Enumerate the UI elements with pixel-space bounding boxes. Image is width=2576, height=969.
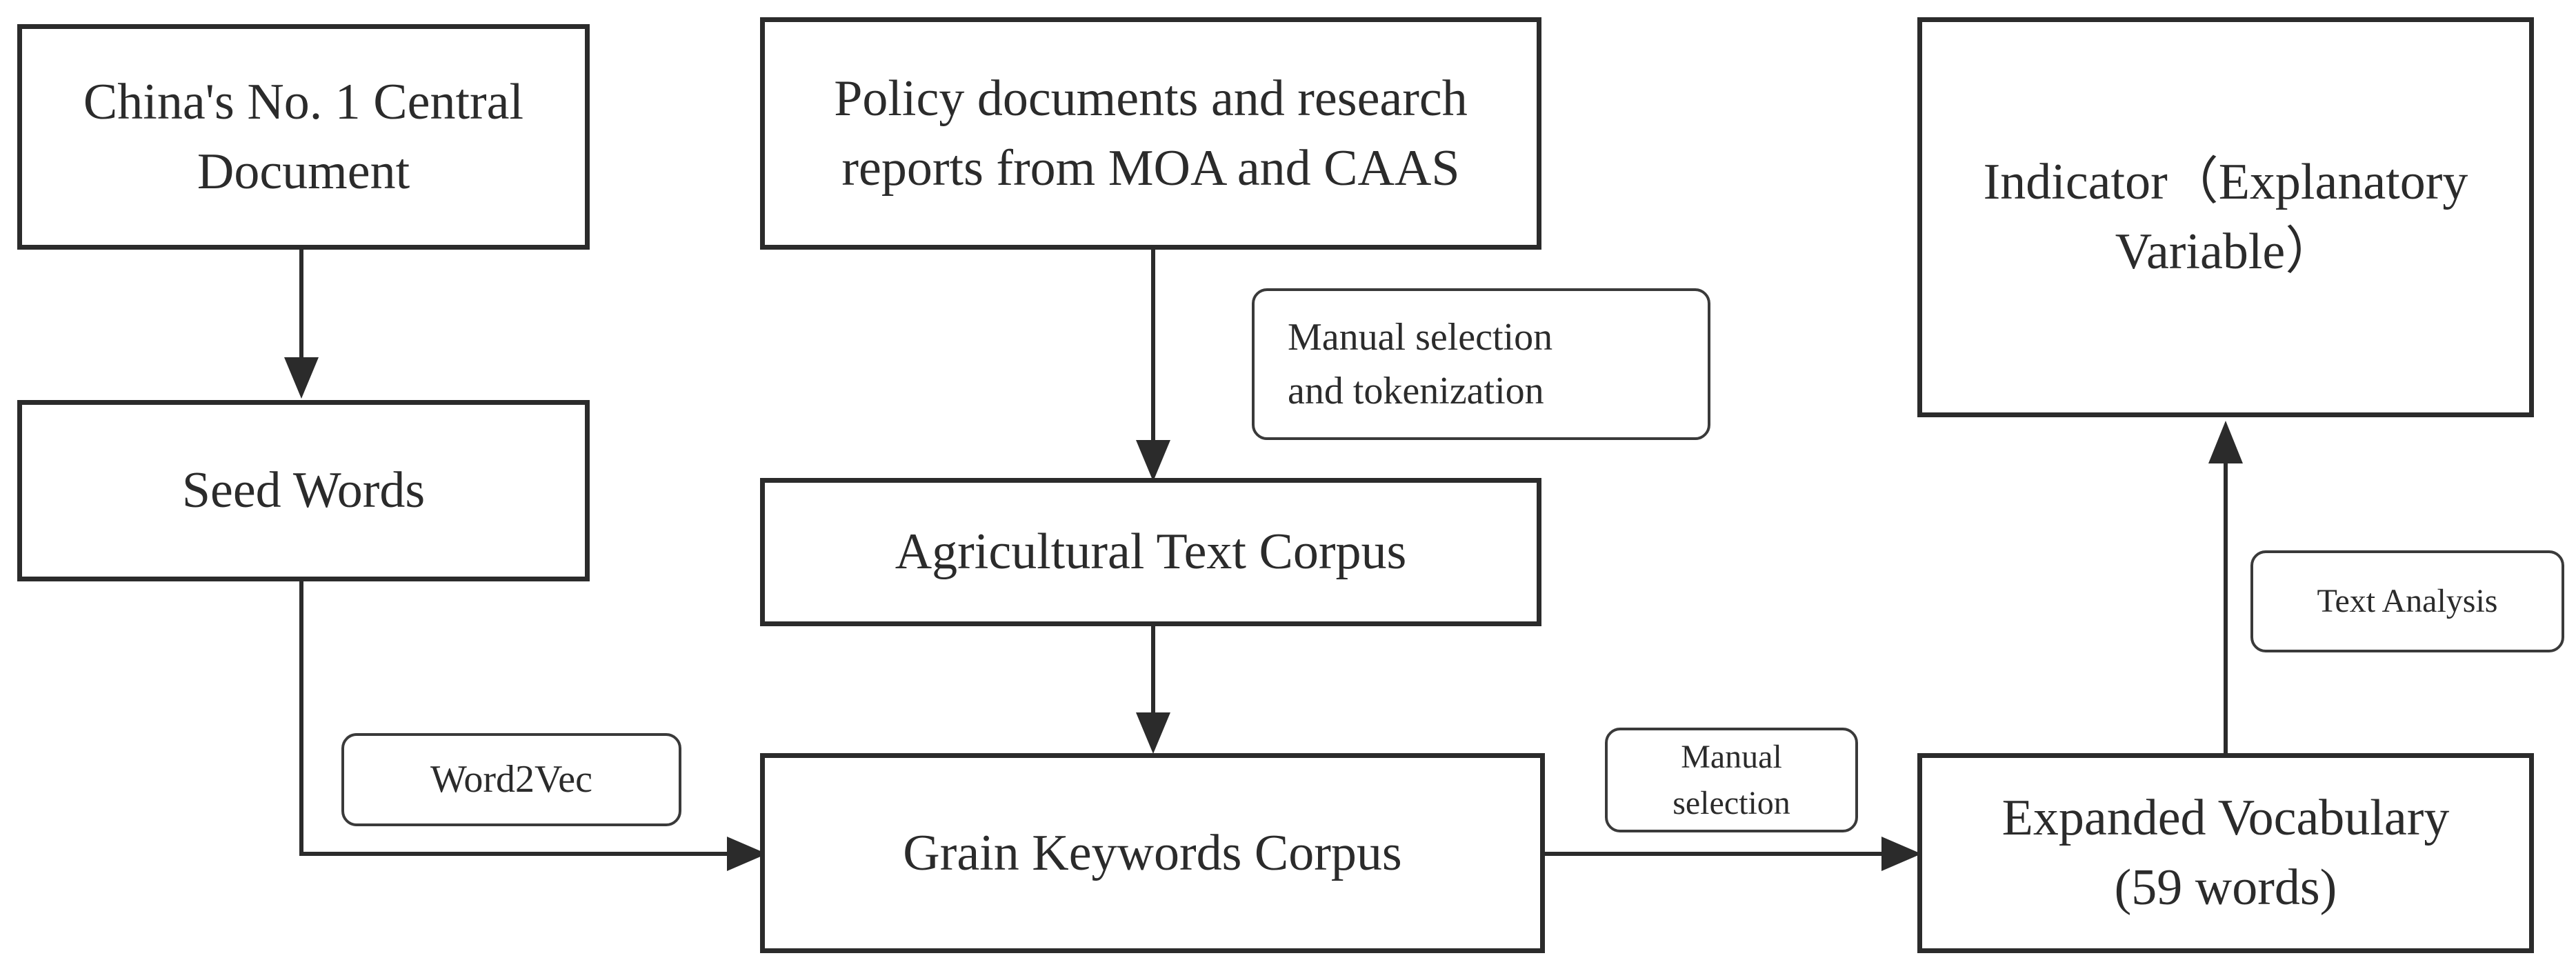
- manual-selection-tokenization-line-1: Manual selection: [1288, 315, 1553, 359]
- policy-documents-box: Policy documents and research reports fr…: [760, 17, 1541, 250]
- arrowhead-seed: [284, 357, 319, 399]
- policy-documents-line-2: reports from MOA and CAAS: [841, 139, 1460, 197]
- arrowhead-indicator: [2208, 421, 2243, 463]
- seed-words-box: Seed Words: [17, 400, 590, 581]
- indicator-box: Indicator（Explanatory Variable）: [1917, 17, 2534, 417]
- grain-keywords-corpus-box: Grain Keywords Corpus: [760, 753, 1545, 953]
- expanded-vocabulary-line-2: (59 words): [2114, 859, 2337, 916]
- text-analysis-label: Text Analysis: [2250, 550, 2564, 652]
- manual-selection-line-1: Manual: [1681, 738, 1782, 775]
- grain-keywords-corpus-label: Grain Keywords Corpus: [903, 824, 1402, 881]
- indicator-line-2: Variable）: [2115, 223, 2337, 280]
- manual-selection-label: Manual selection: [1605, 728, 1858, 832]
- arrow-seed-to-grain: [299, 581, 728, 856]
- word2vec-text: Word2Vec: [430, 758, 592, 801]
- agricultural-text-corpus-label: Agricultural Text Corpus: [895, 523, 1407, 581]
- word2vec-label: Word2Vec: [341, 733, 681, 826]
- agricultural-text-corpus-box: Agricultural Text Corpus: [760, 478, 1541, 626]
- seed-words-label: Seed Words: [181, 462, 426, 519]
- manual-selection-line-2: selection: [1673, 785, 1790, 821]
- text-analysis-text: Text Analysis: [2317, 583, 2498, 620]
- expanded-vocabulary-box: Expanded Vocabulary (59 words): [1917, 753, 2534, 953]
- manual-selection-tokenization-label: Manual selection and tokenization: [1252, 288, 1710, 440]
- indicator-line-1: Indicator（Explanatory: [1983, 154, 2468, 211]
- expanded-vocabulary-line-1: Expanded Vocabulary: [2001, 790, 2450, 847]
- arrowhead-expanded: [1881, 837, 1921, 871]
- policy-documents-line-1: Policy documents and research: [834, 70, 1468, 127]
- arrowhead-grain-left: [727, 837, 767, 871]
- central-document-line-2: Document: [197, 143, 410, 200]
- arrowhead-agricultural: [1136, 440, 1170, 481]
- manual-selection-tokenization-line-2: and tokenization: [1288, 370, 1544, 412]
- central-document-box: China's No. 1 Central Document: [17, 24, 590, 250]
- arrowhead-grain-top: [1136, 712, 1170, 754]
- central-document-line-1: China's No. 1 Central: [83, 73, 524, 130]
